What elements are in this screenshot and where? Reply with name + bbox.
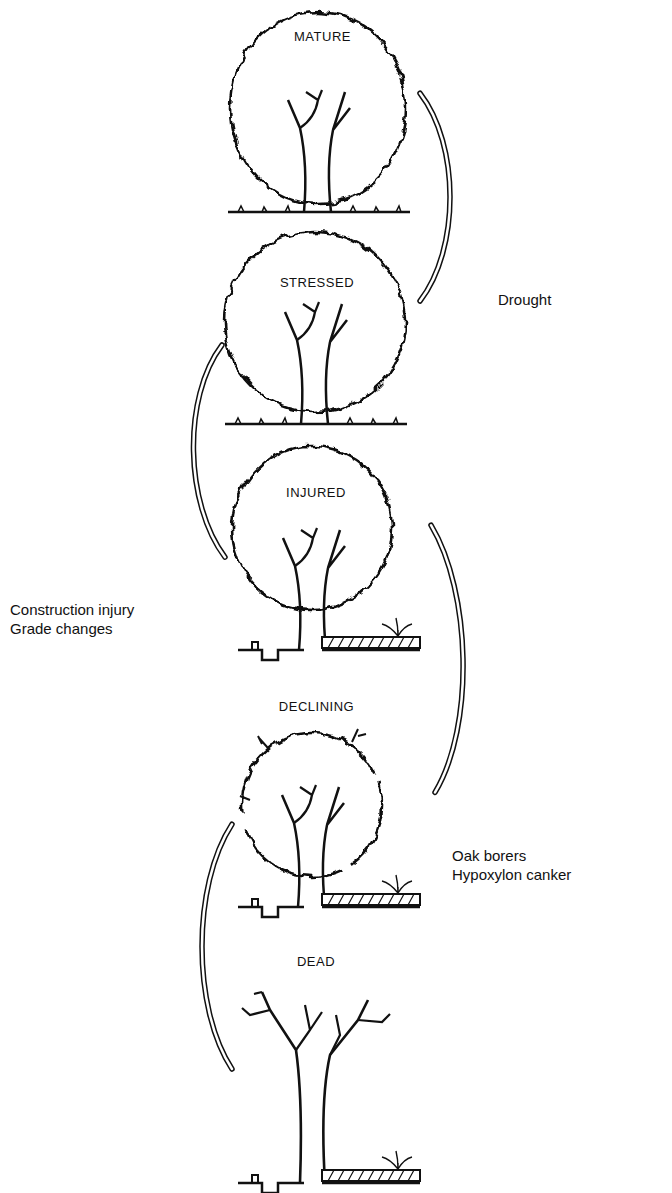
injured-tree <box>232 446 420 660</box>
stage-label: STRESSED <box>218 275 416 291</box>
double-line-connector <box>202 824 232 1069</box>
stage-label: INJURED <box>213 485 419 501</box>
tree-stage: MATURE <box>225 5 420 215</box>
cause-label: Drought <box>498 290 588 309</box>
connector-outer <box>420 93 450 301</box>
declining-tree <box>238 729 420 917</box>
tree-stage: INJURED <box>225 440 431 653</box>
connector-inner <box>193 345 225 557</box>
tree-stage: DECLINING <box>232 697 435 909</box>
connector-inner <box>431 525 463 792</box>
connector-inner <box>420 93 450 301</box>
cause-label: Construction injury Grade changes <box>10 600 160 638</box>
stage-label: DECLINING <box>215 699 418 715</box>
connector-outer <box>193 345 225 557</box>
connector-outer <box>202 824 232 1069</box>
stage-label: MATURE <box>225 29 420 45</box>
double-line-connector <box>420 93 450 301</box>
tree-stage: DEAD <box>232 950 430 1188</box>
connector-outer <box>431 525 463 792</box>
tree-stage: STRESSED <box>222 225 420 425</box>
connector-inner <box>202 824 232 1069</box>
dead-tree <box>238 992 420 1193</box>
cause-label: Oak borers Hypoxylon canker <box>452 846 587 884</box>
double-line-connector <box>193 345 225 557</box>
stressed-tree <box>225 232 407 424</box>
double-line-connector <box>431 525 463 792</box>
stage-label: DEAD <box>217 954 415 970</box>
